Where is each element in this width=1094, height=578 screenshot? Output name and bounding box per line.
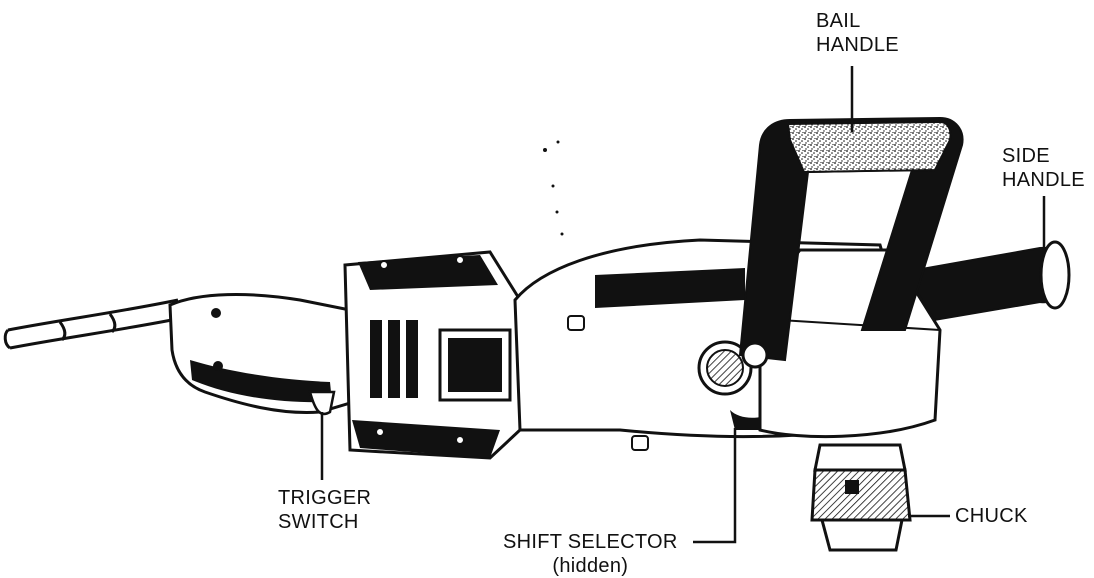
motor-housing bbox=[343, 250, 522, 460]
leader-shift-selector bbox=[693, 428, 737, 544]
label-side-handle-line1: SIDE bbox=[1002, 145, 1050, 167]
label-shift-selector-line1: SHIFT SELECTOR bbox=[503, 531, 678, 553]
label-shift-selector-line2: (hidden) bbox=[552, 555, 629, 577]
chuck bbox=[810, 443, 912, 552]
label-trigger-switch-line2: SWITCH bbox=[278, 511, 359, 533]
print-speckles bbox=[543, 140, 564, 236]
label-shift-selector: SHIFT SELECTOR (hidden) bbox=[503, 530, 678, 578]
label-side-handle: SIDE HANDLE bbox=[1002, 144, 1085, 192]
label-trigger-switch: TRIGGER SWITCH bbox=[278, 486, 371, 534]
label-side-handle-line2: HANDLE bbox=[1002, 169, 1085, 191]
rear-handle bbox=[168, 293, 362, 414]
power-cord bbox=[3, 298, 183, 350]
side-handle bbox=[904, 240, 1071, 327]
bail-handle bbox=[738, 116, 964, 369]
label-chuck-text: CHUCK bbox=[955, 505, 1028, 527]
label-chuck: CHUCK bbox=[955, 504, 1028, 528]
label-trigger-switch-line1: TRIGGER bbox=[278, 487, 372, 509]
label-bail-handle-line1: BAIL bbox=[816, 10, 861, 32]
label-bail-handle: BAIL HANDLE bbox=[816, 9, 899, 57]
leader-lines bbox=[320, 66, 1046, 544]
label-bail-handle-line2: HANDLE bbox=[816, 34, 899, 56]
trigger bbox=[308, 390, 336, 416]
